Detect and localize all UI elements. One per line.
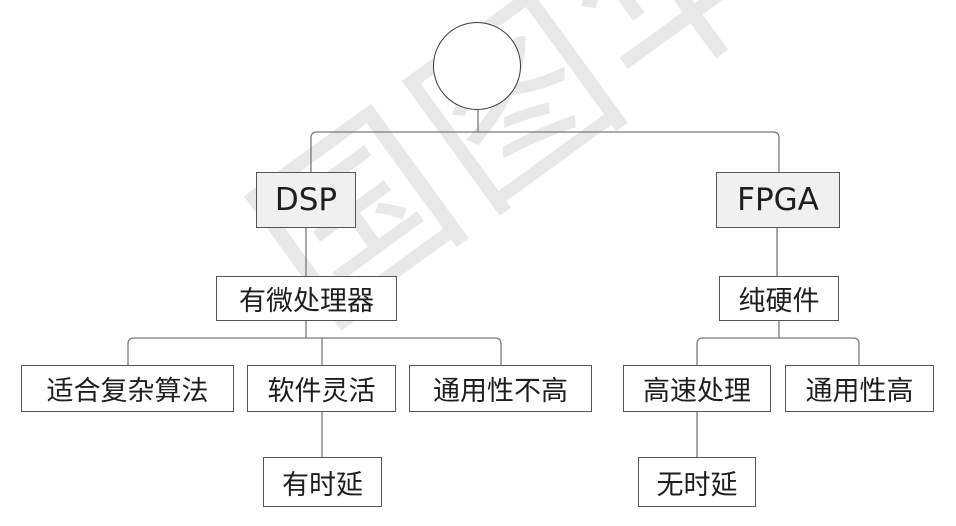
branch-dsp-box: DSP: [256, 172, 356, 228]
dsp-child-low-generality: 通用性不高: [409, 365, 592, 412]
fpga-child-high-generality: 通用性高: [785, 365, 934, 412]
fpga-trait-box: 纯硬件: [719, 276, 839, 321]
dsp-child-complex-algorithm: 适合复杂算法: [21, 365, 234, 412]
dsp-leaf-has-delay: 有时延: [263, 457, 382, 507]
dsp-trait-box: 有微处理器: [216, 276, 397, 321]
branch-fpga-box: FPGA: [716, 172, 840, 228]
root-circle: [433, 22, 521, 110]
edge-fpga-bar: [696, 337, 860, 365]
dsp-child-software-flexible: 软件灵活: [247, 365, 396, 412]
fpga-leaf-no-delay: 无时延: [638, 457, 756, 507]
edge-root-bar: [310, 131, 780, 172]
fpga-child-high-speed: 高速处理: [623, 365, 771, 412]
edge-dsp-bar: [127, 337, 502, 365]
